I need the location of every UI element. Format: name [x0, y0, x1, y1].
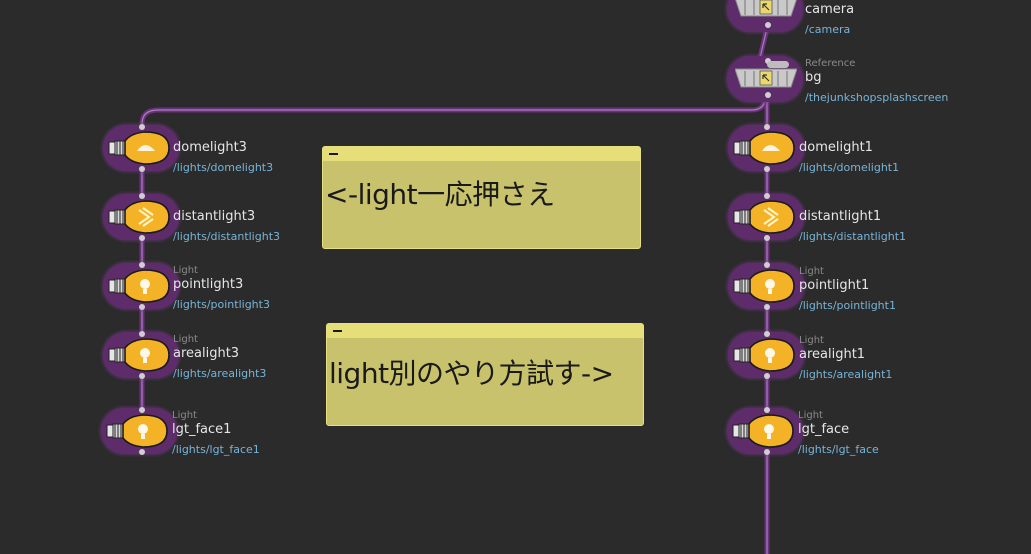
output-port[interactable]: [139, 235, 145, 241]
output-port[interactable]: [764, 373, 770, 379]
node-name: bg: [805, 70, 822, 85]
sticky-note-text[interactable]: <-light一応押さえ: [325, 178, 555, 211]
arealight3-label: Light arealight3 /lights/arealight3: [173, 334, 266, 381]
output-port[interactable]: [764, 304, 770, 310]
arealight1-label: Light arealight1 /lights/arealight1: [799, 335, 892, 382]
node-name: pointlight3: [173, 277, 244, 292]
camera-icon: [735, 0, 797, 17]
input-port[interactable]: [139, 407, 145, 413]
reference-badge-icon: [767, 61, 789, 68]
output-port[interactable]: [764, 449, 770, 455]
output-port[interactable]: [139, 304, 145, 310]
node-name: camera: [805, 2, 855, 17]
minimize-icon[interactable]: [327, 147, 341, 161]
node-path: /lights/distantlight3: [173, 230, 281, 243]
bg-node-label: Reference bg /thejunkshopsplashscreen: [805, 58, 948, 105]
output-port[interactable]: [139, 166, 145, 172]
input-port[interactable]: [139, 193, 145, 199]
node-path: /lights/domelight3: [173, 161, 274, 174]
node-path: /lights/domelight1: [799, 161, 900, 174]
output-port[interactable]: [139, 373, 145, 379]
node-type: Light: [799, 335, 824, 346]
area-light-icon: [108, 338, 170, 372]
node-name: lgt_face: [798, 422, 850, 437]
domelight1-label: domelight1 /lights/domelight1: [799, 140, 899, 175]
input-port[interactable]: [139, 262, 145, 268]
node-type: Light: [172, 410, 197, 421]
input-port[interactable]: [764, 262, 770, 268]
distantlight1-label: distantlight1 /lights/distantlight1: [799, 209, 906, 244]
input-port[interactable]: [139, 331, 145, 337]
node-name: arealight3: [173, 346, 240, 361]
distantlight1-node[interactable]: [728, 187, 808, 247]
node-type: Reference: [805, 58, 856, 69]
pointlight3-label: Light pointlight3 /lights/pointlight3: [173, 265, 270, 312]
lgt-face-label: Light lgt_face /lights/lgt_face: [798, 410, 879, 457]
node-type: Light: [798, 410, 823, 421]
pointlight1-node[interactable]: [728, 256, 808, 316]
sticky-note-titlebar[interactable]: [327, 324, 643, 338]
dome-light-icon: [108, 131, 170, 165]
bg-reference-node[interactable]: [727, 49, 807, 109]
node-path: /thejunkshopsplashscreen: [805, 91, 949, 104]
distantlight3-node[interactable]: [103, 187, 183, 247]
input-port[interactable]: [764, 124, 770, 130]
node-path: /lights/pointlight3: [173, 298, 270, 311]
output-port[interactable]: [764, 166, 770, 172]
node-name: pointlight1: [799, 278, 870, 293]
output-port[interactable]: [764, 235, 770, 241]
point-light-icon: [733, 269, 795, 303]
node-path: /lights/pointlight1: [799, 299, 896, 312]
node-type: Light: [173, 334, 198, 345]
distant-light-icon: [108, 200, 170, 234]
node-path: /lights/arealight1: [799, 368, 893, 381]
lgt-face1-label: Light lgt_face1 /lights/lgt_face1: [172, 410, 260, 457]
area-light-icon: [733, 338, 795, 372]
input-port[interactable]: [139, 124, 145, 130]
minimize-icon[interactable]: [331, 324, 345, 338]
light-icon: [106, 414, 168, 448]
node-path: /lights/lgt_face: [798, 443, 879, 456]
lgt-face-node[interactable]: [727, 401, 807, 461]
node-path: /lights/distantlight1: [799, 230, 907, 243]
sticky-note-text[interactable]: light別のやり方試す->: [329, 357, 614, 390]
domelight3-label: domelight3 /lights/domelight3: [173, 140, 273, 175]
node-type: Light: [799, 266, 824, 277]
camera-node-label: camera /camera: [805, 2, 854, 37]
node-name: domelight1: [799, 140, 873, 155]
domelight3-node[interactable]: [103, 118, 183, 178]
wire-bg-to-domelight3[interactable]: [139, 91, 769, 131]
node-path: /lights/arealight3: [173, 367, 267, 380]
arealight3-node[interactable]: [103, 325, 183, 385]
input-port[interactable]: [764, 407, 770, 413]
arealight1-node[interactable]: [728, 325, 808, 385]
node-name: arealight1: [799, 347, 866, 362]
output-port[interactable]: [765, 22, 771, 28]
sticky-note-1[interactable]: <-light一応押さえ: [322, 146, 641, 249]
sticky-note-2[interactable]: light別のやり方試す->: [326, 323, 644, 426]
input-port[interactable]: [764, 193, 770, 199]
node-name: domelight3: [173, 140, 247, 155]
dome-light-icon: [733, 131, 795, 165]
lgt-face1-node[interactable]: [101, 401, 181, 461]
input-port[interactable]: [764, 331, 770, 337]
reference-icon: [735, 68, 797, 88]
node-path: /camera: [805, 23, 851, 36]
node-path: /lights/lgt_face1: [172, 443, 260, 456]
pointlight3-node[interactable]: [103, 256, 183, 316]
node-name: distantlight3: [173, 209, 256, 224]
light-icon: [732, 414, 794, 448]
node-name: lgt_face1: [172, 422, 232, 437]
node-name: distantlight1: [799, 209, 882, 224]
node-type: Light: [173, 265, 198, 276]
pointlight1-label: Light pointlight1 /lights/pointlight1: [799, 266, 896, 313]
distantlight3-label: distantlight3 /lights/distantlight3: [173, 209, 280, 244]
output-port[interactable]: [765, 92, 771, 98]
sticky-note-titlebar[interactable]: [323, 147, 640, 161]
camera-node[interactable]: [727, 0, 807, 39]
point-light-icon: [108, 269, 170, 303]
domelight1-node[interactable]: [728, 118, 808, 178]
distant-light-icon: [733, 200, 795, 234]
output-port[interactable]: [139, 449, 145, 455]
